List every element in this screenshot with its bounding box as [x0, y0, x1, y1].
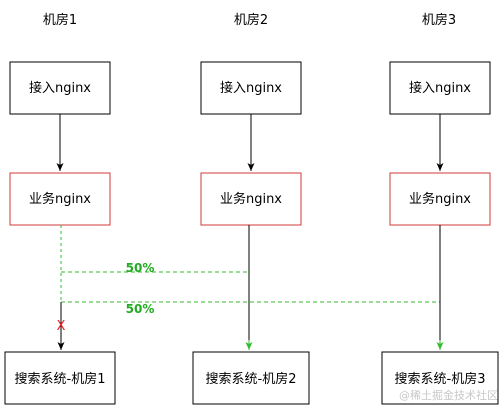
room2-access-nginx-label: 接入nginx — [220, 80, 282, 96]
room3-title: 机房3 — [422, 12, 456, 28]
room1-search-system-label: 搜索系统-机房1 — [15, 371, 106, 387]
room2-search-system-box — [192, 351, 310, 405]
room2-title: 机房2 — [234, 12, 268, 28]
room3-access-nginx-label: 接入nginx — [409, 80, 471, 96]
room2-business-nginx-box — [200, 172, 302, 226]
watermark-text: @稀土掘金技术社区 — [399, 388, 498, 402]
room3-search-system-label: 搜索系统-机房3 — [395, 371, 486, 387]
room1-search-system-box — [4, 351, 116, 405]
room2-access-nginx-box — [200, 61, 302, 115]
room3-search-system-box — [381, 351, 499, 405]
room1-business-nginx-label: 业务nginx — [29, 191, 91, 207]
room1-failure-x-icon: X — [57, 319, 66, 334]
room3-access-nginx-box — [389, 61, 491, 115]
room1-business-nginx-box — [9, 172, 111, 226]
room3-business-nginx-label: 业务nginx — [409, 191, 471, 207]
room2-business-nginx-label: 业务nginx — [220, 191, 282, 207]
room2-search-system-label: 搜索系统-机房2 — [206, 371, 297, 387]
split-to-room2-percent: 50% — [126, 261, 155, 275]
room1-access-nginx-box — [9, 61, 111, 115]
room1-title: 机房1 — [43, 12, 77, 28]
split-to-room3-percent: 50% — [126, 302, 155, 316]
room1-access-nginx-label: 接入nginx — [29, 80, 91, 96]
